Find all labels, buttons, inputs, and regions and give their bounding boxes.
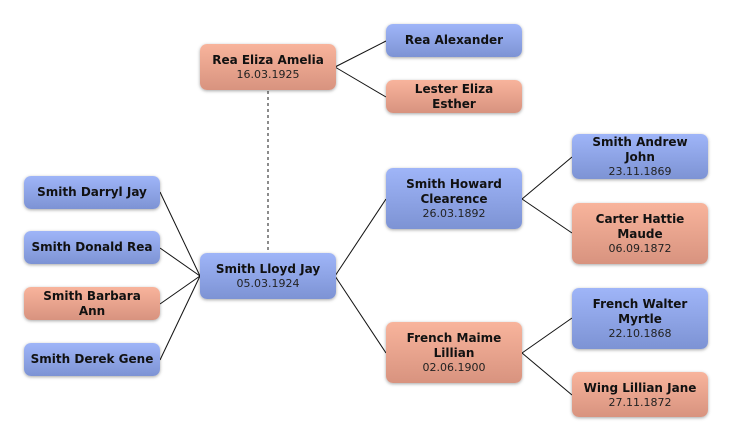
person-birth-date: 16.03.1925	[236, 68, 300, 81]
person-lester-eliza-esther[interactable]: Lester Eliza Esther	[386, 80, 522, 113]
parent-link	[334, 40, 387, 68]
person-smith-lloyd-jay[interactable]: Smith Lloyd Jay 05.03.1924	[200, 253, 336, 299]
person-name: Smith Andrew John	[592, 135, 688, 164]
child-link	[159, 191, 201, 277]
parent-link	[334, 66, 387, 98]
person-smith-derek-gene[interactable]: Smith Derek Gene	[24, 343, 160, 376]
parent-link	[521, 317, 573, 354]
person-name: Smith Barbara Ann	[43, 288, 141, 318]
person-name: Smith Howard Clearence	[406, 177, 502, 206]
person-birth-date: 26.03.1892	[422, 207, 486, 220]
person-smith-barbara-ann[interactable]: Smith Barbara Ann	[24, 287, 160, 320]
person-name: Rea Alexander	[404, 33, 504, 47]
person-rea-alexander[interactable]: Rea Alexander	[386, 24, 522, 57]
child-link	[159, 275, 201, 305]
person-carter-hattie-maude[interactable]: Carter Hattie Maude 06.09.1872	[572, 203, 708, 264]
person-birth-date: 06.09.1872	[608, 242, 672, 255]
person-name: French Maime Lillian	[406, 331, 502, 360]
person-name: Smith Darryl Jay	[37, 185, 147, 199]
person-smith-donald-rea[interactable]: Smith Donald Rea	[24, 231, 160, 264]
person-name: Smith Derek Gene	[30, 352, 154, 366]
parent-link	[334, 198, 387, 277]
parent-link	[521, 352, 573, 396]
parent-link	[521, 156, 573, 200]
person-smith-andrew-john[interactable]: Smith Andrew John 23.11.1869	[572, 134, 708, 179]
person-birth-date: 05.03.1924	[236, 277, 300, 290]
person-name: Rea Eliza Amelia	[212, 53, 324, 67]
person-birth-date: 27.11.1872	[608, 395, 672, 409]
child-link	[159, 275, 201, 361]
person-name: French Walter Myrtle	[592, 297, 688, 326]
person-name: Smith Lloyd Jay	[215, 262, 321, 276]
child-link	[159, 247, 201, 277]
person-smith-howard-clearence[interactable]: Smith Howard Clearence 26.03.1892	[386, 168, 522, 229]
person-name: Carter Hattie Maude	[595, 212, 685, 241]
person-rea-eliza-amelia[interactable]: Rea Eliza Amelia 16.03.1925	[200, 44, 336, 90]
parent-link	[521, 198, 573, 234]
person-birth-date: 23.11.1869	[608, 165, 672, 178]
person-name: Wing Lillian Jane	[583, 380, 697, 395]
person-french-walter-myrtle[interactable]: French Walter Myrtle 22.10.1868	[572, 288, 708, 349]
person-wing-lillian-jane[interactable]: Wing Lillian Jane 27.11.1872	[572, 372, 708, 417]
person-birth-date: 22.10.1868	[608, 327, 672, 340]
person-birth-date: 02.06.1900	[422, 361, 486, 374]
person-smith-darryl-jay[interactable]: Smith Darryl Jay	[24, 176, 160, 209]
person-name: Smith Donald Rea	[31, 240, 153, 254]
person-french-maime-lillian[interactable]: French Maime Lillian 02.06.1900	[386, 322, 522, 383]
person-name: Lester Eliza Esther	[414, 81, 494, 111]
parent-link	[334, 275, 387, 354]
